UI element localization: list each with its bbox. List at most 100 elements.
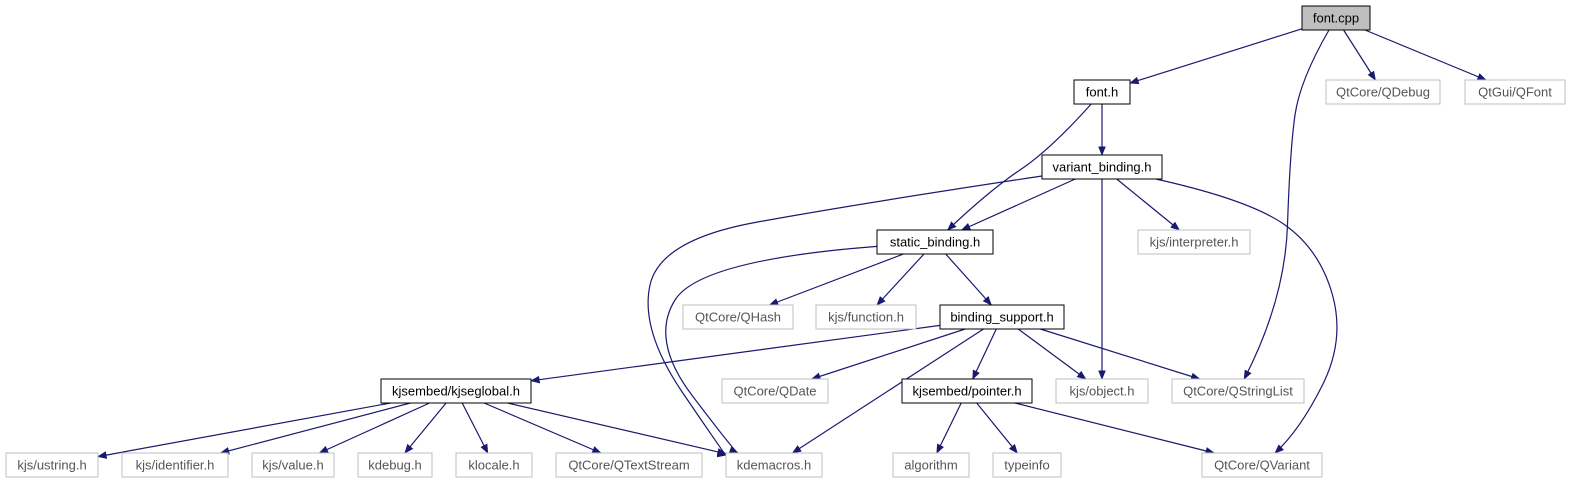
node-label: QtGui/QFont: [1478, 85, 1552, 100]
edge-static-binding-to-qhash: [768, 253, 904, 306]
node-algorithm: algorithm: [892, 452, 970, 478]
node-function: kjs/function.h: [815, 304, 917, 330]
edge-binding-support-to-kdemacros: [791, 328, 984, 454]
edge-pointer-to-typeinfo: [976, 402, 1018, 454]
node-label: kdemacros.h: [737, 458, 811, 473]
edge-static-binding-to-function: [876, 253, 925, 306]
node-box: [1073, 79, 1131, 105]
node-box: [892, 452, 970, 478]
node-label: static_binding.h: [890, 235, 980, 250]
node-object: kjs/object.h: [1055, 378, 1149, 404]
node-box: [1137, 229, 1251, 255]
node-kdemacros: kdemacros.h: [725, 452, 823, 478]
node-box: [121, 452, 229, 478]
edge-kjseglobal-to-kdebug: [404, 402, 447, 454]
node-label: QtCore/QStringList: [1183, 384, 1293, 399]
edge-variant-binding-to-kdemacros: [647, 175, 1043, 458]
node-label: QtCore/QHash: [695, 310, 781, 325]
node-value: kjs/value.h: [251, 452, 335, 478]
edge-kjseglobal-to-qtextstream: [483, 402, 602, 454]
node-kjseglobal[interactable]: kjsembed/kjseglobal.h: [380, 378, 532, 404]
node-qvariant: QtCore/QVariant: [1201, 452, 1323, 478]
node-qtextstream: QtCore/QTextStream: [555, 452, 703, 478]
node-label: kjs/value.h: [262, 458, 323, 473]
node-identifier: kjs/identifier.h: [121, 452, 229, 478]
edge-kjseglobal-to-identifier: [219, 402, 411, 455]
edge-pointer-to-qvariant: [1014, 402, 1216, 455]
edge-font-cpp-to-qstringlist: [1243, 29, 1330, 380]
node-pointer[interactable]: kjsembed/pointer.h: [901, 378, 1033, 404]
node-label: kjs/function.h: [828, 310, 904, 325]
edge-variant-binding-to-interpreter: [1116, 178, 1181, 231]
node-label: font.h: [1086, 85, 1119, 100]
node-box: [1171, 378, 1305, 404]
node-label: QtCore/QTextStream: [568, 458, 689, 473]
node-label: kjsembed/kjseglobal.h: [392, 384, 520, 399]
node-box: [455, 452, 533, 478]
node-qstringlist: QtCore/QStringList: [1171, 378, 1305, 404]
node-font-cpp[interactable]: font.cpp: [1301, 5, 1371, 31]
node-box: [1201, 452, 1323, 478]
node-box: [251, 452, 335, 478]
node-qdebug: QtCore/QDebug: [1325, 79, 1441, 105]
node-interpreter: kjs/interpreter.h: [1137, 229, 1251, 255]
node-box: [725, 452, 823, 478]
node-label: QtCore/QDate: [733, 384, 816, 399]
node-label: kdebug.h: [368, 458, 422, 473]
node-binding-support[interactable]: binding_support.h: [939, 304, 1065, 330]
edge-binding-support-to-pointer: [972, 328, 997, 380]
edge-binding-support-to-kjseglobal: [530, 324, 941, 384]
node-variant-binding[interactable]: variant_binding.h: [1041, 154, 1163, 180]
node-box: [1325, 79, 1441, 105]
edge-font-cpp-to-font-h: [1129, 28, 1303, 85]
node-label: algorithm: [904, 458, 957, 473]
node-label: kjs/ustring.h: [17, 458, 86, 473]
node-box: [1041, 154, 1163, 180]
node-box: [555, 452, 703, 478]
node-box: [939, 304, 1065, 330]
edge-variant-binding-to-qvariant: [1155, 178, 1338, 454]
edge-binding-support-to-object: [1017, 328, 1087, 380]
node-box: [721, 378, 829, 404]
node-box: [357, 452, 433, 478]
node-label: QtCore/QDebug: [1336, 85, 1430, 100]
nodes-layer: font.cpp font.h QtCore/QDebug QtGui/QFont va…: [5, 5, 1566, 478]
node-box: [1301, 5, 1371, 31]
edge-static-binding-to-binding-support: [945, 253, 992, 306]
node-label: kjs/identifier.h: [136, 458, 215, 473]
node-box: [901, 378, 1033, 404]
node-klocale: klocale.h: [455, 452, 533, 478]
node-qdate: QtCore/QDate: [721, 378, 829, 404]
node-box: [1464, 79, 1566, 105]
node-ustring: kjs/ustring.h: [5, 452, 99, 478]
node-box: [992, 452, 1062, 478]
node-label: variant_binding.h: [1052, 160, 1151, 175]
node-label: QtCore/QVariant: [1214, 458, 1310, 473]
edge-binding-support-to-qdate: [810, 328, 966, 380]
edge-kjseglobal-to-value: [318, 402, 430, 454]
node-label: binding_support.h: [950, 310, 1053, 325]
edge-font-cpp-to-qfont: [1364, 29, 1487, 81]
node-typeinfo: typeinfo: [992, 452, 1062, 478]
edge-static-binding-to-kdemacros: [665, 245, 878, 454]
node-label: kjs/interpreter.h: [1150, 235, 1239, 250]
node-static-binding[interactable]: static_binding.h: [876, 229, 994, 255]
node-box: [5, 452, 99, 478]
edge-kjseglobal-to-ustring: [97, 402, 391, 459]
node-kdebug: kdebug.h: [357, 452, 433, 478]
node-label: klocale.h: [468, 458, 519, 473]
edge-kjseglobal-to-klocale: [461, 402, 489, 454]
edge-pointer-to-algorithm: [936, 402, 962, 454]
node-label: font.cpp: [1313, 11, 1359, 26]
node-label: typeinfo: [1004, 458, 1050, 473]
node-box: [815, 304, 917, 330]
edges-layer: [97, 28, 1487, 459]
node-box: [682, 304, 794, 330]
node-qhash: QtCore/QHash: [682, 304, 794, 330]
node-font-h[interactable]: font.h: [1073, 79, 1131, 105]
node-label: kjsembed/pointer.h: [912, 384, 1021, 399]
edge-font-cpp-to-qdebug: [1343, 29, 1376, 81]
edge-kjseglobal-to-kdemacros: [507, 402, 727, 456]
node-box: [1055, 378, 1149, 404]
